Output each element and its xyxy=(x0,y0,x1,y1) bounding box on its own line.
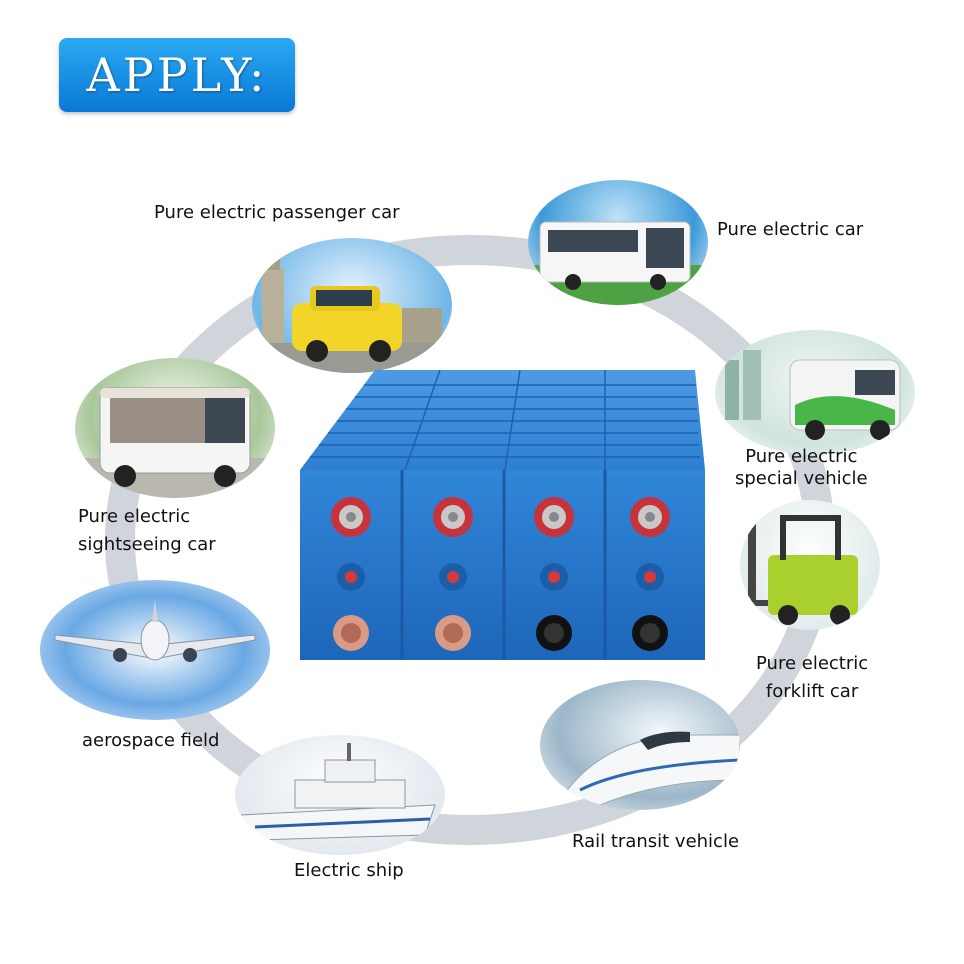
ship-image xyxy=(235,735,445,855)
label-forklift-line1: Pure electric xyxy=(756,653,869,674)
label-forklift-line2: forklift car xyxy=(765,681,859,702)
sightseeing-car-image xyxy=(75,358,275,498)
battery-pack-image xyxy=(300,369,705,660)
label-pure-electric-car: Pure electric car xyxy=(717,219,864,240)
van-image xyxy=(715,330,915,455)
train-image xyxy=(540,680,740,810)
label-sightseeing-line2: sightseeing car xyxy=(78,534,216,555)
forklift-image xyxy=(740,500,880,630)
label-special-vehicle-line2: special vehicle xyxy=(735,468,868,489)
label-aerospace: aerospace field xyxy=(82,730,220,751)
label-passenger-car: Pure electric passenger car xyxy=(154,202,400,223)
bus-image xyxy=(528,180,708,305)
label-electric-ship: Electric ship xyxy=(294,860,404,881)
label-special-vehicle: Pure electric special vehicle xyxy=(735,446,868,490)
label-sightseeing-line1: Pure electric xyxy=(78,506,191,527)
apply-badge: APPLY: xyxy=(59,38,295,112)
label-sightseeing-car: Pure electric sightseeing car xyxy=(78,503,216,559)
airplane-image xyxy=(40,580,270,720)
apply-title: APPLY: xyxy=(86,48,268,102)
label-forklift: Pure electric forklift car xyxy=(756,650,868,706)
label-rail-transit: Rail transit vehicle xyxy=(572,831,740,852)
passenger-car-image xyxy=(252,238,452,373)
label-special-vehicle-line1: Pure electric xyxy=(745,446,858,467)
